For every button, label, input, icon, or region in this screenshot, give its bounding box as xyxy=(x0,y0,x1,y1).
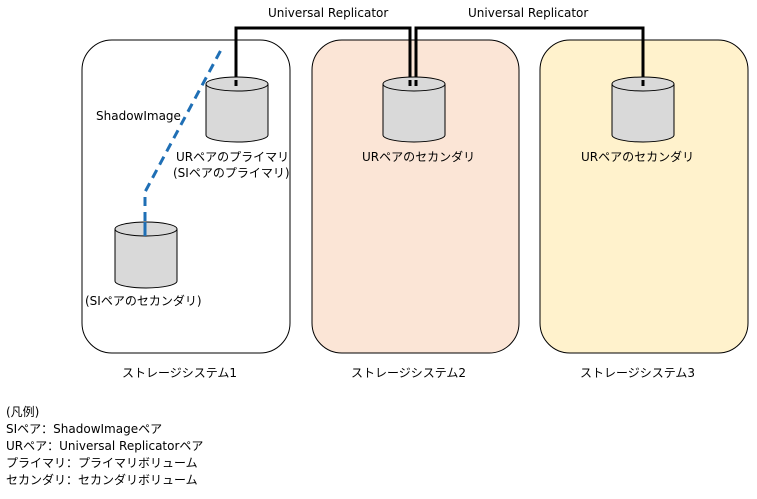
storage-system-2-label: ストレージシステム2 xyxy=(351,366,467,380)
storage-system-1-label: ストレージシステム1 xyxy=(122,366,238,380)
volume-ur-secondary-2 xyxy=(382,76,446,143)
legend-item-primary: プライマリ：プライマリボリューム xyxy=(6,456,198,470)
volume-label-primary-line1: URペアのプライマリ xyxy=(176,150,290,164)
volume-label-si-secondary: (SIペアのセカンダリ) xyxy=(85,294,202,308)
ur-label-1: Universal Replicator xyxy=(268,6,389,20)
legend-item-secondary: セカンダリ：セカンダリボリューム xyxy=(6,473,198,487)
legend: (凡例) SIペア：ShadowImageペア URペア：Universal R… xyxy=(6,404,203,489)
storage-system-3-label: ストレージシステム3 xyxy=(580,366,696,380)
si-label: ShadowImage xyxy=(96,109,181,123)
volume-ur-secondary-3 xyxy=(611,76,675,143)
legend-title: (凡例) xyxy=(6,405,40,419)
legend-item-si: SIペア：ShadowImageペア xyxy=(6,422,163,436)
ur-line-1 xyxy=(234,26,412,86)
volume-si-secondary xyxy=(114,221,178,289)
volume-ur-primary xyxy=(205,76,269,143)
ur-line-2 xyxy=(414,26,645,86)
si-line xyxy=(143,47,224,236)
volume-label-primary-line2: (SIペアのプライマリ) xyxy=(173,166,290,180)
volume-label-system3: URペアのセカンダリ xyxy=(581,150,695,164)
volume-label-system2: URペアのセカンダリ xyxy=(362,150,476,164)
legend-item-ur: URペア：Universal Replicatorペア xyxy=(6,439,204,453)
ur-label-2: Universal Replicator xyxy=(468,6,589,20)
